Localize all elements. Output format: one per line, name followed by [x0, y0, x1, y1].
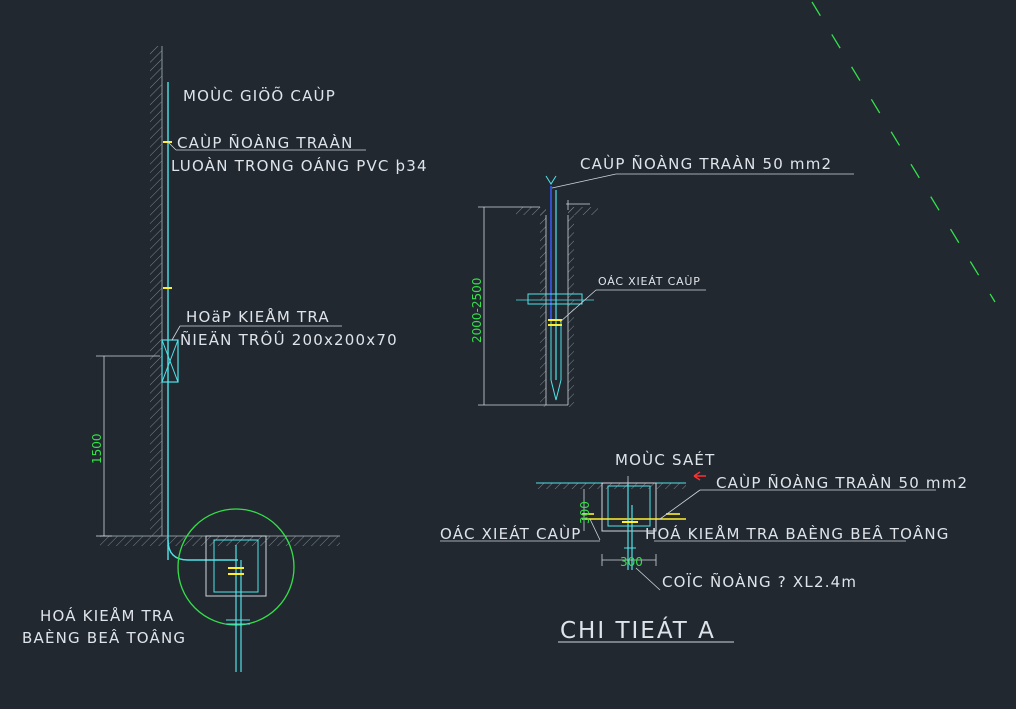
dimension-text-1500: 1500 [90, 433, 104, 464]
label-ho-kiem-tra-beng-be-tong: HOÁ KIEÅM TRA BAÈNG BEÂ TOÂNG [645, 524, 950, 543]
dimension-text-2000-2500: 2000-2500 [470, 278, 484, 343]
label-cap-dong-tran: CAÙP ÑOÀNG TRAÀN [177, 133, 354, 152]
label-oc-xiet-cap: OÁC XIEÁT CAÙP [440, 524, 582, 543]
test-box-symbol [161, 339, 179, 383]
red-marker [693, 471, 706, 481]
label-luon-trong-ong: LUOÀN TRONG OÁNG PVC þ34 [171, 156, 428, 175]
rod-tip-mid [550, 320, 562, 401]
leader-coc [635, 567, 661, 591]
plate-mid [527, 293, 583, 305]
wall-hatch [150, 46, 162, 536]
label-coc-dong: COÏC ÑOÀNG ? XL2.4m [662, 572, 857, 591]
middle-section [478, 173, 854, 407]
leader-oc-mid [559, 289, 597, 323]
ground-hatch-mid-r [568, 207, 598, 215]
label-oc-xiet-cap-small: OÁC XIEÁT CAÙP [598, 275, 701, 288]
label-beng-be-tong-left: BAÈNG BEÂ TOÂNG [22, 628, 186, 647]
label-moc-sat: MOÙC SAÉT [615, 450, 715, 469]
leader-cap-detail [659, 489, 701, 520]
dimension-text-300-v: 300 [578, 501, 592, 524]
label-dien-tro: ÑIEÄN TRÔÛ 200x200x70 [180, 330, 398, 349]
label-moc-gio-cap: MOÙC GIÖÕ CAÙP [183, 86, 336, 105]
label-ho-kiem-tra-left: HOÁ KIEÅM TRA [40, 606, 174, 625]
label-cap-dong-tran-50-bottom: CAÙP ÑOÀNG TRAÀN 50 mm2 [716, 473, 968, 492]
section-dashed-line [811, 1, 996, 303]
leader-cap-mid [551, 173, 617, 189]
label-cap-dong-tran-50-top: CAÙP ÑOÀNG TRAÀN 50 mm2 [580, 154, 832, 173]
pit-inner-detail [607, 485, 651, 527]
left-elevation [96, 46, 366, 672]
detail-a [440, 471, 936, 643]
label-hop-kiem-tra: HOäP KIEÅM TRA [186, 307, 330, 326]
dimension-text-300-h: 300 [620, 555, 643, 569]
ground-hatch-mid-l [516, 207, 546, 215]
ground-hatch-left [100, 536, 340, 546]
pit-outer-detail [601, 482, 657, 532]
detail-title: CHI TIEÁT A [560, 616, 716, 644]
cable-bend [167, 539, 238, 561]
